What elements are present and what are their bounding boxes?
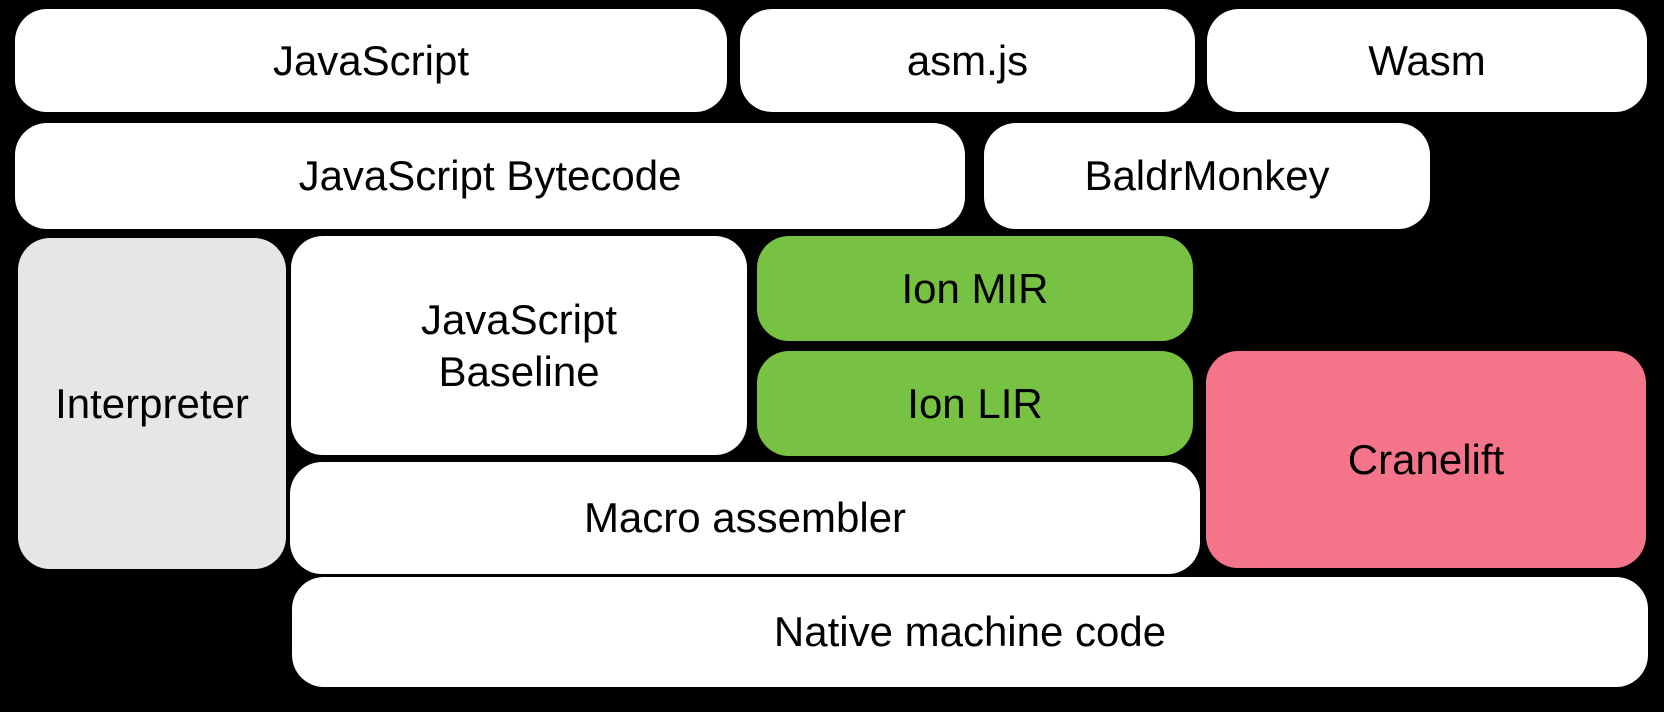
- box-asm-js: asm.js: [740, 9, 1195, 112]
- box-ion-mir: Ion MIR: [757, 236, 1193, 341]
- box-javascript-bytecode: JavaScript Bytecode: [15, 123, 965, 229]
- box-label: JavaScript: [272, 36, 470, 84]
- box-interpreter: Interpreter: [18, 238, 286, 569]
- box-javascript-baseline: JavaScript Baseline: [291, 236, 747, 455]
- box-cranelift: Cranelift: [1206, 351, 1646, 568]
- box-ion-lir: Ion LIR: [757, 351, 1193, 456]
- box-label: Interpreter: [55, 379, 249, 427]
- box-label: Macro assembler: [583, 494, 907, 542]
- box-label: Ion MIR: [901, 264, 1049, 312]
- box-label-line: Baseline: [438, 347, 600, 395]
- box-label: Cranelift: [1347, 435, 1505, 483]
- box-label: Native machine code: [773, 608, 1167, 656]
- box-baldrmonkey: BaldrMonkey: [984, 123, 1430, 229]
- box-native-machine-code: Native machine code: [292, 577, 1648, 687]
- box-label: Wasm: [1368, 36, 1486, 84]
- box-label: asm.js: [906, 36, 1029, 84]
- box-label: BaldrMonkey: [1084, 152, 1330, 200]
- box-macro-assembler: Macro assembler: [290, 462, 1200, 574]
- box-label: Ion LIR: [907, 379, 1043, 427]
- box-label: JavaScript Bytecode: [298, 152, 682, 200]
- box-javascript: JavaScript: [15, 9, 727, 112]
- box-wasm: Wasm: [1207, 9, 1647, 112]
- box-label-line: JavaScript: [420, 296, 618, 344]
